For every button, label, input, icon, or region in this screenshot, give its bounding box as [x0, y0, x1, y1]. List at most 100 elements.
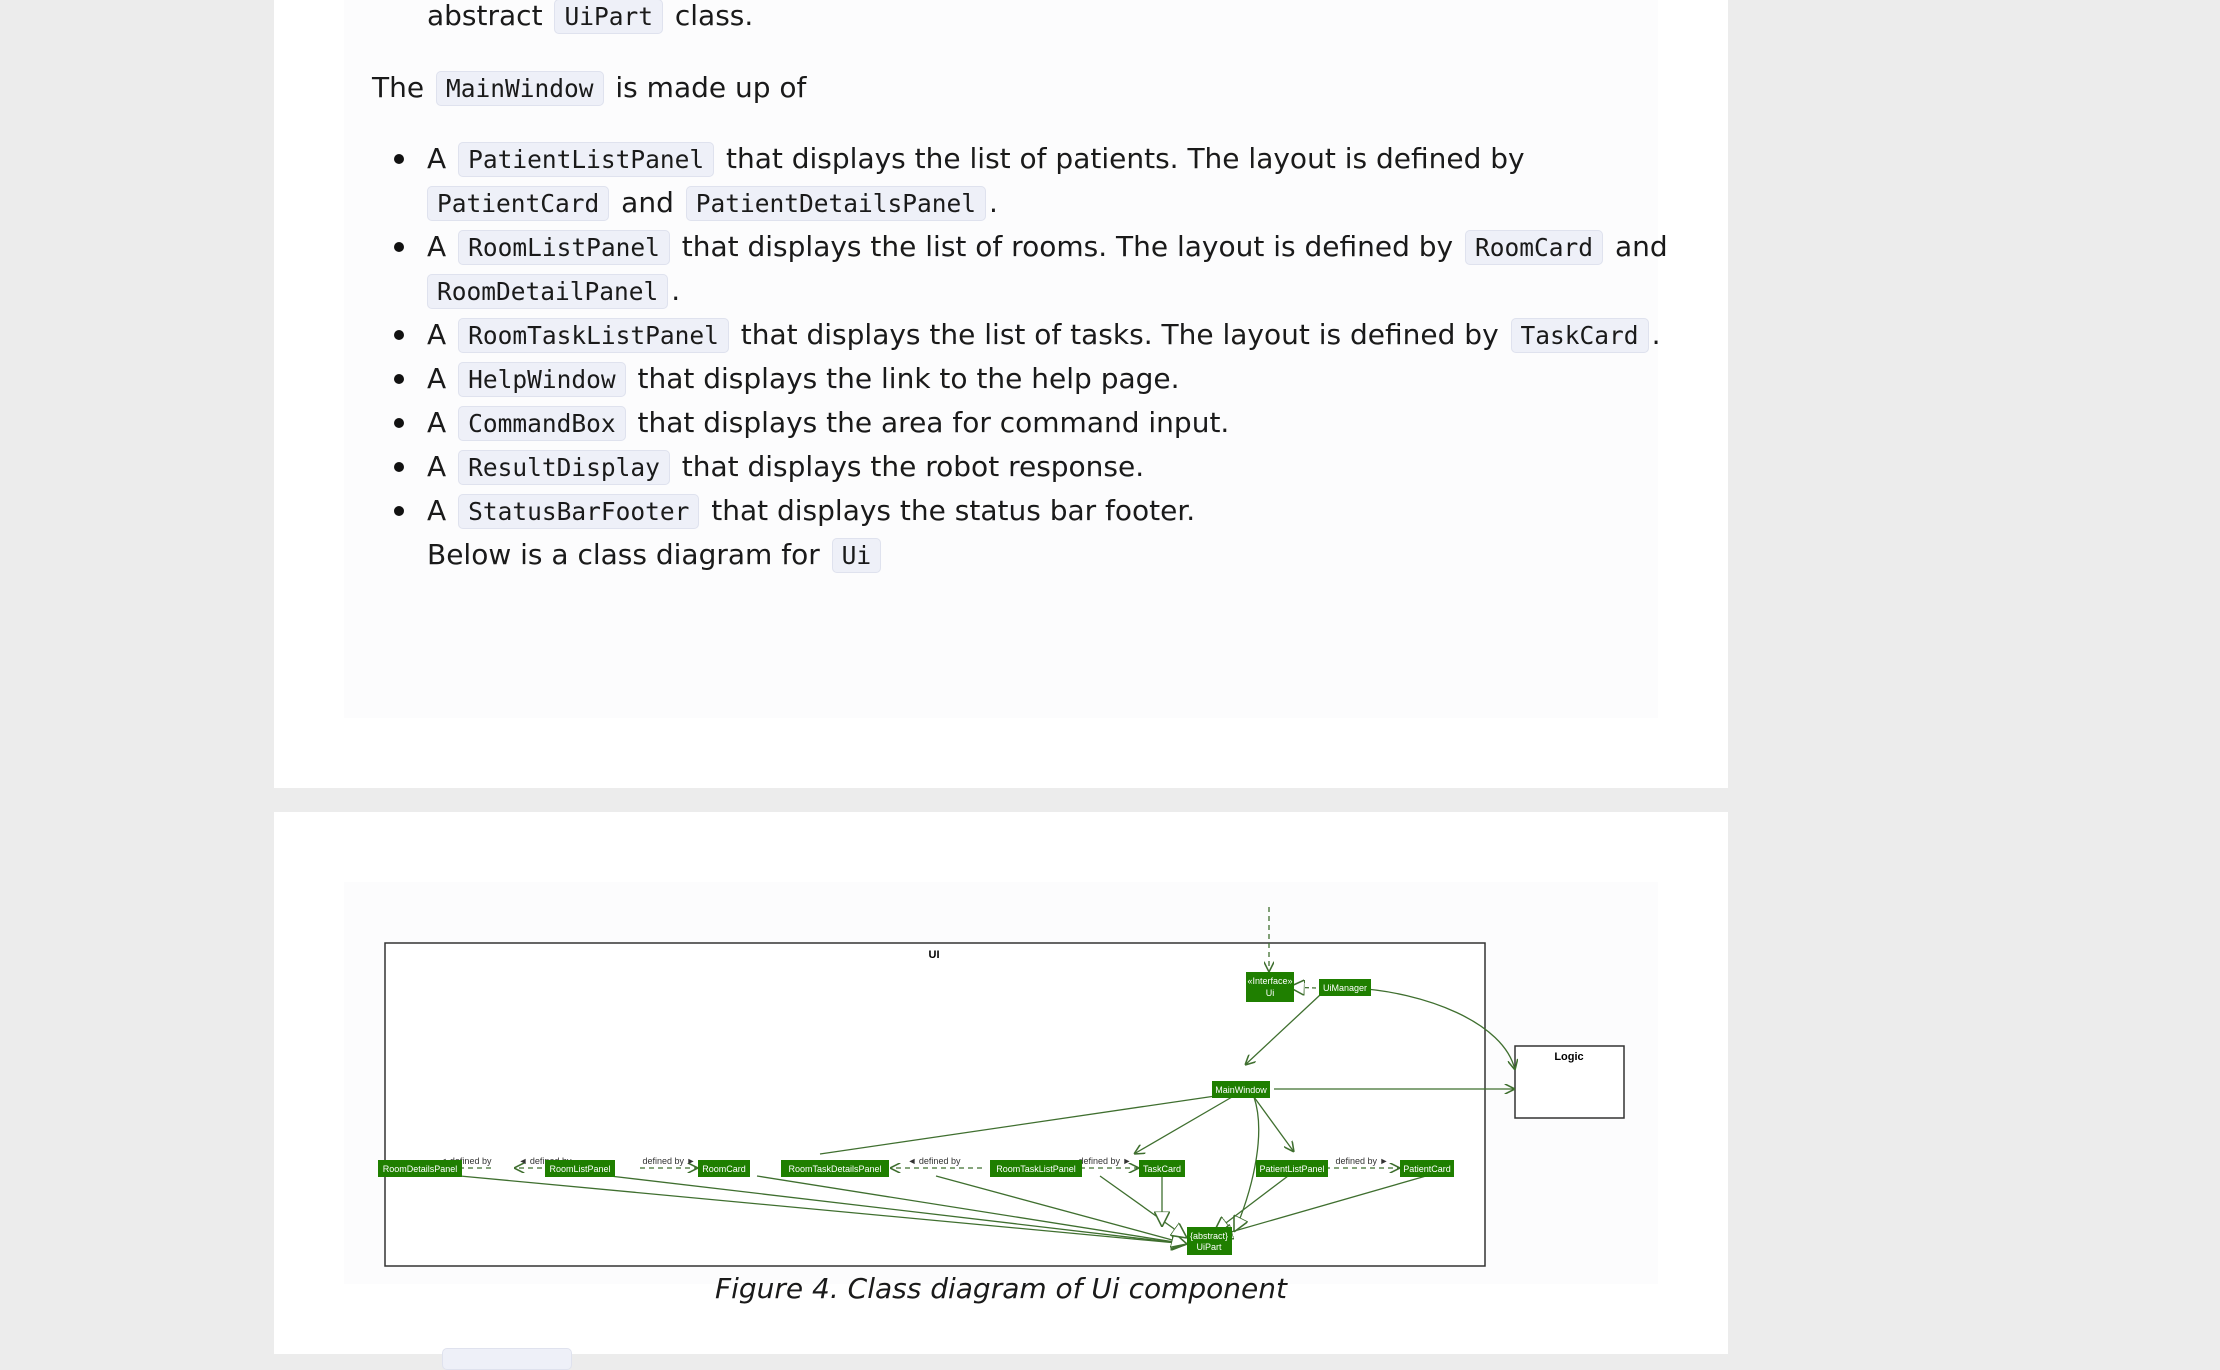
- code-patientcard: PatientCard: [427, 186, 610, 221]
- code-commandbox: CommandBox: [458, 406, 626, 441]
- below-line: Below is a class diagram for Ui: [427, 535, 884, 576]
- code-roomlistpanel: RoomListPanel: [458, 230, 670, 265]
- item-text: that displays the robot response.: [681, 450, 1145, 483]
- item-text: that displays the list of patients. The …: [725, 142, 1525, 175]
- patientlistpanel-label: PatientListPanel: [1259, 1164, 1324, 1174]
- list-item: A CommandBox that displays the area for …: [427, 403, 1229, 444]
- inherits-uipart-edge: [459, 1175, 1187, 1244]
- interface-name: Ui: [1266, 988, 1275, 998]
- roomcard-node: [698, 1160, 750, 1177]
- mainwindow-roomtasklistpanel-edge: [1134, 1096, 1233, 1154]
- logic-package-box: [1514, 1045, 1625, 1119]
- article: A: [427, 230, 447, 263]
- roomtasklistpanel-label: RoomTaskListPanel: [996, 1164, 1076, 1174]
- defined-by-label: defined by ►: [1079, 1156, 1132, 1166]
- roomlistpanel-node: [545, 1160, 615, 1177]
- interface-ui-node: [1246, 972, 1294, 1002]
- item-text: that displays the link to the help page.: [637, 362, 1180, 395]
- article: A: [427, 406, 447, 439]
- mainwindow-uipart-edge: [1234, 1096, 1260, 1232]
- document-page: UI Logic: [274, 812, 1728, 1370]
- uimanager-node: [1319, 979, 1371, 996]
- mainwindow-patientlistpanel-edge: [1253, 1096, 1294, 1152]
- taskcard-label: TaskCard: [1143, 1164, 1181, 1174]
- code-uipart: UiPart: [554, 0, 663, 34]
- code-ui: Ui: [831, 538, 882, 573]
- uipart-name: UiPart: [1196, 1242, 1222, 1252]
- code-patientlistpanel: PatientListPanel: [458, 142, 715, 177]
- article: A: [427, 142, 447, 175]
- list-item: A RoomTaskListPanel that displays the li…: [427, 315, 1660, 356]
- code-roomdetailpanel: RoomDetailPanel: [427, 274, 669, 309]
- uipart-stereotype: {abstract}: [1190, 1231, 1228, 1241]
- inherits-uipart-edge: [1214, 1175, 1289, 1232]
- inherits-uipart-edge: [935, 1175, 1187, 1244]
- list-item: A StatusBarFooter that displays the stat…: [427, 491, 1195, 532]
- item-end: .: [671, 274, 681, 307]
- item-text: and: [1614, 230, 1668, 263]
- made-up-suffix: is made up of: [615, 71, 807, 104]
- patientcard-node: [1400, 1160, 1454, 1177]
- roomtaskdetailspanel-node: [781, 1160, 889, 1177]
- code-resultdisplay: ResultDisplay: [458, 450, 670, 485]
- roomtasklistpanel-node: [990, 1160, 1082, 1177]
- list-item: A HelpWindow that displays the link to t…: [427, 359, 1180, 400]
- bullet-dot: [394, 242, 404, 252]
- defined-by-label: ◄ defined by: [439, 1156, 492, 1166]
- code-roomcard: RoomCard: [1465, 230, 1604, 265]
- defined-by-label: ◄ defined by: [908, 1156, 961, 1166]
- intro-suffix: class.: [674, 0, 754, 32]
- bullet-dot: [394, 374, 404, 384]
- inherits-uipart-edge: [1217, 1175, 1427, 1236]
- bullet-dot: [394, 154, 404, 164]
- uimanager-mainwindow-edge: [1245, 994, 1321, 1065]
- roomcard-label: RoomCard: [702, 1164, 746, 1174]
- roomdetailspanel-node: [378, 1160, 462, 1177]
- roomlistpanel-label: RoomListPanel: [549, 1164, 610, 1174]
- item-text: that displays the area for command input…: [637, 406, 1230, 439]
- code-taskcard: TaskCard: [1510, 318, 1649, 353]
- mainwindow-node: [1212, 1081, 1270, 1098]
- taskcard-node: [1139, 1160, 1185, 1177]
- uimanager-label: UiManager: [1323, 983, 1367, 993]
- code-statusbarfooter: StatusBarFooter: [458, 494, 700, 529]
- article: A: [427, 318, 447, 351]
- roomdetailspanel-label: RoomDetailsPanel: [383, 1164, 458, 1174]
- below-text: Below is a class diagram for: [427, 538, 820, 571]
- inherits-uipart-edge: [609, 1175, 1187, 1244]
- code-snippet-partial: [442, 1348, 572, 1370]
- code-roomtasklistpanel: RoomTaskListPanel: [458, 318, 729, 353]
- content-section: [344, 0, 1658, 718]
- bullet-dot: [394, 506, 404, 516]
- ui-package-label: UI: [929, 949, 940, 961]
- logic-package-label: Logic: [1554, 1051, 1583, 1063]
- article: A: [427, 450, 447, 483]
- defined-by-label: defined by ►: [643, 1156, 696, 1166]
- intro-line: abstract UiPart class.: [427, 0, 753, 37]
- interface-stereotype: «Interface»: [1247, 976, 1292, 986]
- intro-text: abstract: [427, 0, 543, 32]
- mainwindow-label: MainWindow: [1215, 1085, 1267, 1095]
- bullet-dot: [394, 418, 404, 428]
- item-text: that displays the list of rooms. The lay…: [681, 230, 1454, 263]
- list-item: A PatientListPanel that displays the lis…: [427, 139, 1525, 180]
- inherits-uipart-edge: [1099, 1175, 1187, 1238]
- bullet-dot: [394, 330, 404, 340]
- ui-class-diagram: UI Logic: [378, 907, 1625, 1267]
- code-helpwindow: HelpWindow: [458, 362, 626, 397]
- patientlistpanel-node: [1256, 1160, 1328, 1177]
- code-patientdetailspanel: PatientDetailsPanel: [685, 186, 987, 221]
- made-up-line: The MainWindow is made up of: [372, 68, 806, 109]
- made-up-prefix: The: [372, 71, 425, 104]
- code-mainwindow: MainWindow: [435, 71, 604, 106]
- roomtaskdetailspanel-label: RoomTaskDetailsPanel: [788, 1164, 881, 1174]
- mainwindow-roomlistpanel-edge: [819, 1089, 1240, 1155]
- inherits-uipart-edge: [756, 1175, 1187, 1244]
- item-end: .: [989, 186, 998, 219]
- list-item-continuation: PatientCard and PatientDetailsPanel.: [424, 183, 998, 224]
- article: A: [427, 494, 447, 527]
- defined-by-label: defined by ►: [1336, 1156, 1389, 1166]
- list-item: A RoomListPanel that displays the list o…: [427, 227, 1668, 268]
- uipart-node: [1187, 1227, 1232, 1255]
- item-text: and: [621, 186, 674, 219]
